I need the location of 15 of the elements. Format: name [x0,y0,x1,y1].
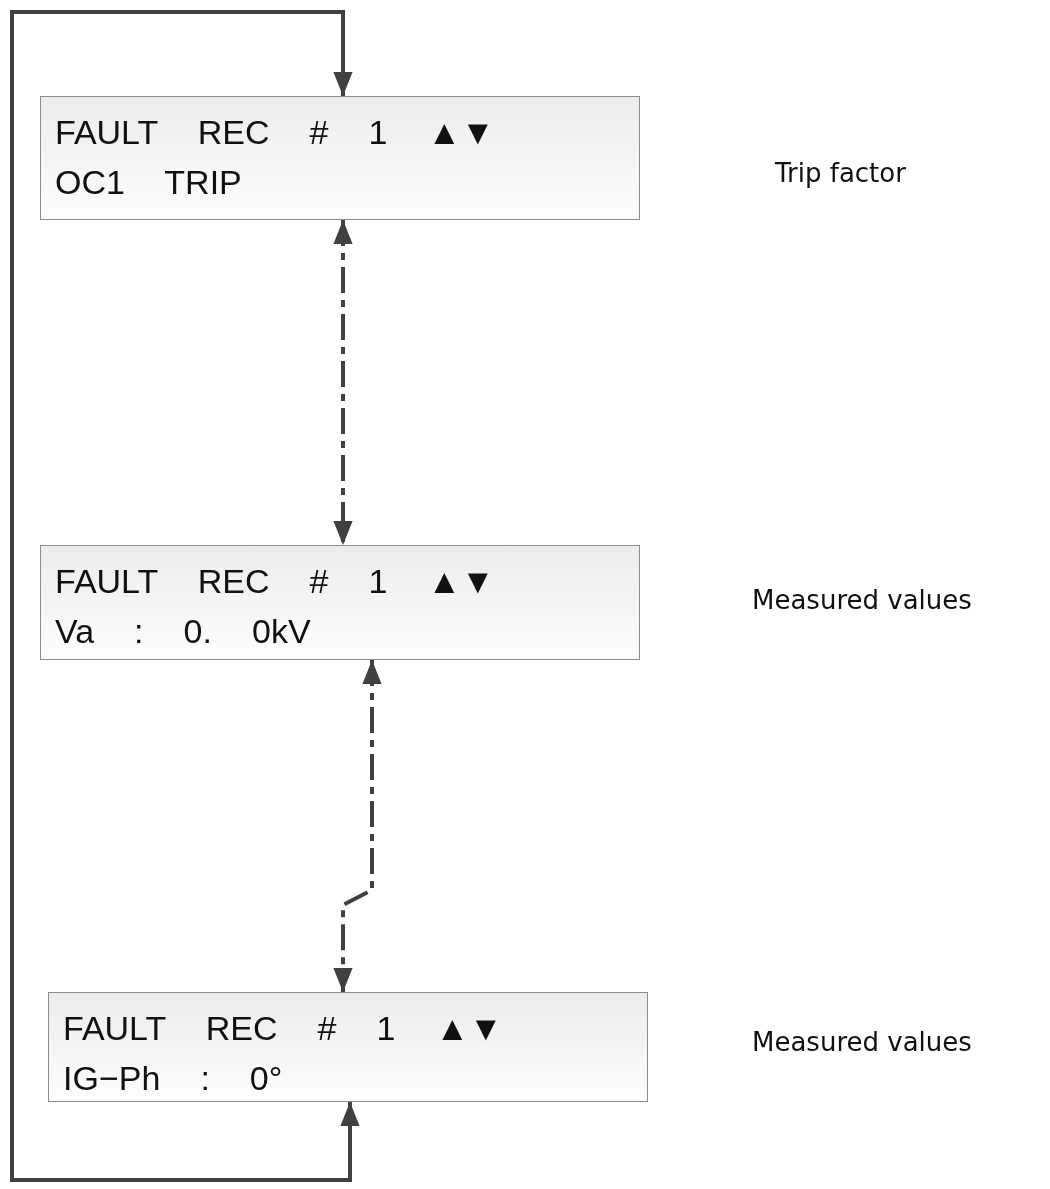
screen-caption: Measured values [752,1027,972,1057]
arrow [333,220,353,545]
display-text: FAULT REC # 1 ▲▼ [55,561,495,602]
display-text: Va : 0. 0kV [55,611,311,652]
arrow [333,660,382,992]
display-screen [40,545,640,660]
display-text: OC1 TRIP [55,162,242,203]
display-screen [48,992,648,1102]
screen-caption: Trip factor [775,158,906,188]
display-text: FAULT REC # 1 ▲▼ [55,112,495,153]
screen-caption: Measured values [752,585,972,615]
arrow [10,10,360,1182]
display-screen [40,96,640,220]
display-text: FAULT REC # 1 ▲▼ [63,1008,503,1049]
display-text: IG−Ph : 0° [63,1058,283,1099]
